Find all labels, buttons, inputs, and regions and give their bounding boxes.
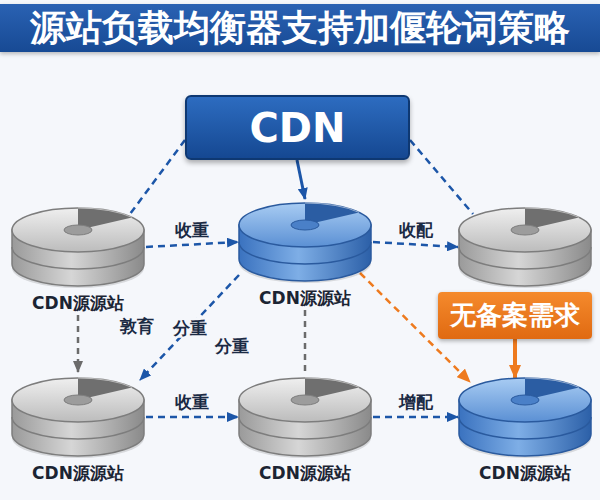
connector-arrow (513, 339, 517, 378)
text-label: CDN (249, 105, 345, 151)
text-label: CDN源源站 (455, 462, 595, 485)
title-text: 源站负载均衡器支持加偃轮词策略 (30, 4, 570, 53)
edge-label: 分重 (171, 317, 209, 337)
title-banner: 源站负载均衡器支持加偃轮词策略 (0, 4, 600, 52)
text-label: CDN源源站 (235, 462, 375, 485)
edge-label: 收重 (173, 219, 211, 239)
origin-server: CDN源源站 (235, 195, 375, 310)
disk-symbol (8, 370, 148, 460)
cdn-box: CDN (185, 95, 410, 160)
connector-arrow (304, 310, 307, 374)
callout-box: 无备案需求 (438, 292, 592, 339)
disk-symbol (235, 195, 375, 285)
text-label: CDN源源站 (8, 462, 148, 485)
flow-label: 分重 (213, 336, 251, 356)
connector-arrow (297, 160, 305, 199)
disk-symbol (455, 370, 595, 460)
origin-server: CDN源源站 (8, 200, 148, 315)
text-label: CDN源源站 (8, 292, 148, 315)
connector-arrow (410, 140, 473, 214)
text-label: CDN源源站 (235, 287, 375, 310)
edge-label: 增配 (397, 392, 435, 412)
connector-arrow (146, 416, 238, 419)
flow-label: 敦育 (118, 316, 156, 336)
text-label: 无备案需求 (450, 298, 580, 333)
disk-symbol (235, 370, 375, 460)
edge-label: 收重 (173, 392, 211, 412)
connector-arrow (373, 242, 458, 247)
origin-server: CDN源源站 (235, 370, 375, 485)
connector-arrow (373, 416, 458, 419)
connector-arrow (146, 242, 238, 247)
origin-server (455, 200, 595, 292)
origin-server: CDN源源站 (8, 370, 148, 485)
connector-arrow (130, 140, 185, 214)
disk-symbol (455, 200, 595, 290)
edge-label: 收配 (397, 219, 435, 239)
origin-server: CDN源源站 (455, 370, 595, 485)
disk-symbol (8, 200, 148, 290)
connector-arrow (77, 315, 80, 372)
